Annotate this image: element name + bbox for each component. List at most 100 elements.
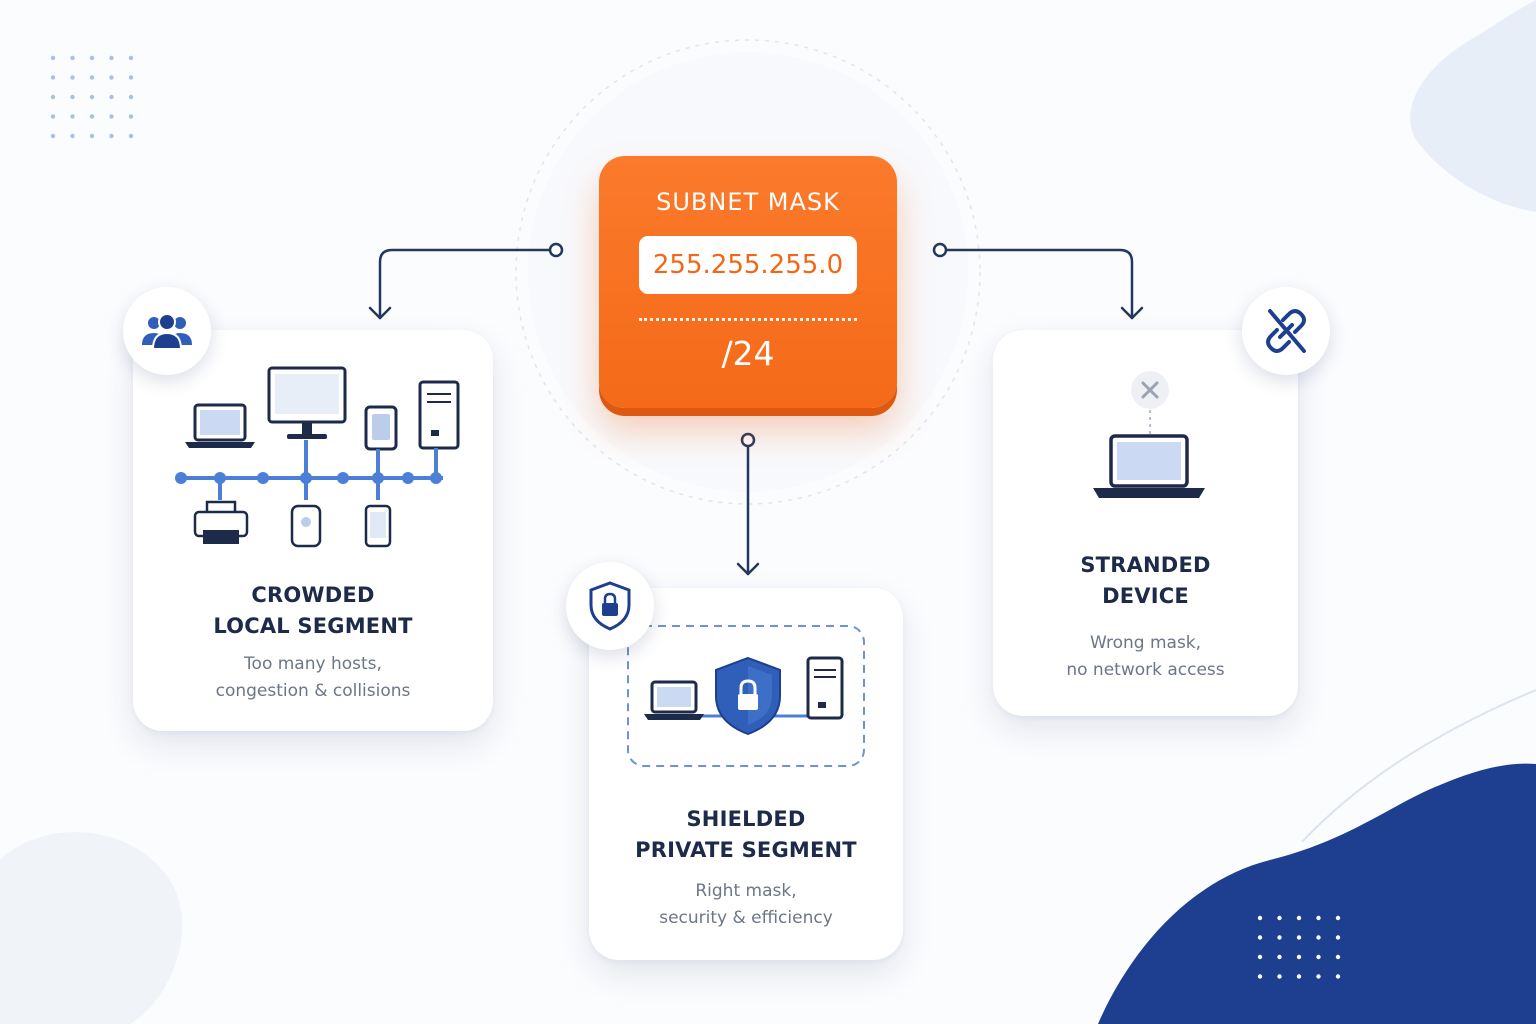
decor-dot [70, 114, 75, 119]
shielded-title-line-2: PRIVATE SEGMENT [635, 838, 857, 862]
decor-dot [1335, 915, 1341, 921]
decor-dot [1335, 954, 1341, 960]
decor-dot [1257, 915, 1263, 921]
decor-dot [1335, 974, 1341, 979]
crowded-desc-line-1: Too many hosts, [244, 654, 382, 674]
bottom-right-wave [1098, 763, 1536, 1024]
connector-node-left [548, 242, 564, 258]
connector-to-crowded [378, 248, 558, 320]
shielded-card-description: Right mask, security & efficiency [589, 878, 903, 932]
shielded-desc-line-1: Right mask, [695, 881, 797, 901]
shielded-card-title: SHIELDED PRIVATE SEGMENT [589, 804, 903, 866]
decor-dot [89, 133, 95, 139]
decor-dot [50, 94, 56, 100]
decor-dot [109, 94, 114, 100]
decor-dot [109, 133, 114, 139]
laptop-icon [185, 403, 255, 448]
decor-dot [1316, 915, 1321, 921]
crowded-title-line-1: CROWDED [251, 583, 375, 607]
bottom-right-curve-line [1301, 689, 1536, 843]
decor-dot [1296, 915, 1302, 921]
arrowhead-stranded [1120, 306, 1144, 320]
crowded-badge [123, 287, 211, 375]
smart-device-icon [290, 504, 322, 548]
subnet-mask-panel: SUBNET MASK 255.255.255.0 /24 [599, 156, 897, 408]
stranded-title-line-2: DEVICE [1102, 584, 1189, 608]
crowded-desc-line-2: congestion & collisions [215, 681, 411, 701]
decor-dot [109, 55, 114, 61]
shielded-network-illustration [627, 625, 865, 767]
decor-dot [1316, 935, 1321, 940]
decor-dot [109, 75, 114, 80]
decor-dot [70, 133, 75, 139]
stranded-card-title: STRANDED DEVICE [993, 550, 1298, 612]
crowded-network-illustration [175, 366, 460, 548]
decor-dot [1277, 915, 1282, 921]
decor-dot [1257, 954, 1263, 960]
subnet-mask-value-box: 255.255.255.0 [639, 236, 857, 294]
connector-to-stranded [938, 248, 1134, 320]
decor-dot [1277, 935, 1282, 940]
decor-dot [128, 114, 134, 119]
decor-dot [89, 114, 95, 119]
decor-dot [89, 75, 95, 80]
bottom-left-blob [0, 832, 183, 1024]
shield-lock-large-icon [715, 656, 781, 736]
shielded-segment-card: SHIELDED PRIVATE SEGMENT Right mask, sec… [589, 588, 903, 960]
crowded-segment-card: CROWDED LOCAL SEGMENT Too many hosts, co… [133, 330, 493, 731]
storage-device-icon [364, 405, 398, 451]
stranded-badge [1242, 287, 1330, 375]
decor-dot [128, 55, 134, 61]
decor-dot [50, 75, 56, 80]
laptop-icon [1093, 434, 1205, 498]
background-ring [515, 39, 981, 505]
decor-dot [50, 55, 56, 61]
stranded-card-description: Wrong mask, no network access [993, 630, 1298, 684]
shielded-desc-line-2: security & efficiency [659, 908, 833, 928]
arrowhead-shielded [736, 562, 760, 576]
decor-dot [1277, 974, 1282, 979]
subnet-mask-label: SUBNET MASK [656, 188, 840, 216]
stranded-title-line-1: STRANDED [1080, 553, 1211, 577]
connector-node-right [932, 242, 948, 258]
decor-dot [50, 114, 56, 119]
subnet-mask-value: 255.255.255.0 [652, 250, 844, 280]
decor-dot [128, 75, 134, 80]
decor-dot [1335, 935, 1341, 940]
decor-dot [128, 94, 134, 100]
crowded-card-description: Too many hosts, congestion & collisions [133, 651, 493, 705]
decor-dot [1316, 974, 1321, 979]
decor-dot [50, 133, 56, 139]
decor-dot [1257, 935, 1263, 940]
users-icon [142, 313, 192, 350]
decor-dot [1277, 954, 1282, 960]
decor-dot [1316, 954, 1321, 960]
dot-grid-top-left [50, 55, 134, 139]
server-tower-icon [418, 380, 460, 450]
laptop-icon [644, 680, 704, 720]
decor-dot [89, 55, 95, 61]
stranded-device-illustration [1093, 371, 1205, 498]
decor-dot [89, 94, 95, 100]
connector-node-bottom [740, 432, 756, 448]
decor-dot [70, 55, 75, 61]
decor-dot [1296, 974, 1302, 979]
arrowhead-crowded [368, 306, 392, 320]
decor-dot [70, 94, 75, 100]
network-nodes [175, 472, 442, 484]
crowded-card-title: CROWDED LOCAL SEGMENT [133, 580, 493, 642]
decor-dot [70, 75, 75, 80]
crowded-title-line-2: LOCAL SEGMENT [213, 614, 413, 638]
decor-dot [1296, 954, 1302, 960]
shielded-title-line-1: SHIELDED [686, 807, 806, 831]
shielded-badge [566, 562, 654, 650]
decor-dot [128, 133, 134, 139]
monitor-icon [267, 366, 347, 439]
stranded-desc-line-2: no network access [1066, 660, 1225, 680]
printer-icon [193, 500, 249, 544]
broken-link-icon [1266, 309, 1306, 353]
decor-dot [109, 114, 114, 119]
subnet-mask-divider [639, 318, 857, 321]
stranded-desc-line-1: Wrong mask, [1089, 633, 1202, 653]
